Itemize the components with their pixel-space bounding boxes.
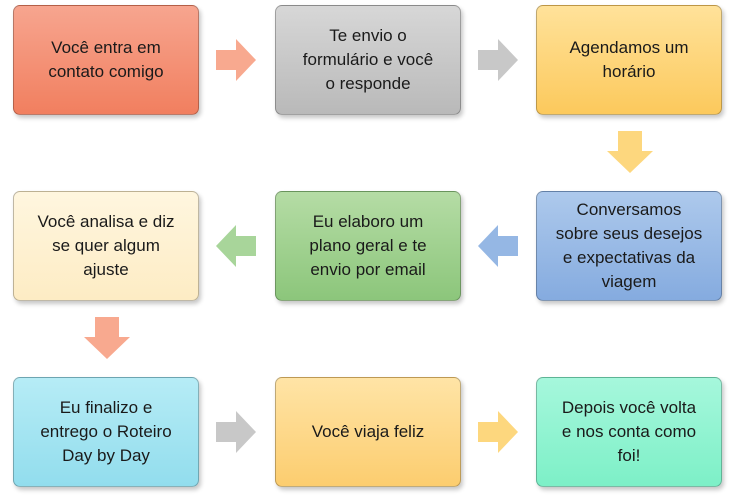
step-form: Te envio o formulário e você o responde bbox=[275, 5, 461, 115]
arrow-right-shape bbox=[216, 411, 256, 453]
arrow-left-shape bbox=[478, 225, 518, 267]
arrow-right-icon bbox=[216, 39, 256, 81]
arrow-right-icon bbox=[478, 39, 518, 81]
arrow-right-icon bbox=[216, 411, 256, 453]
arrow-down-icon bbox=[607, 131, 653, 173]
arrow-right-icon bbox=[478, 39, 518, 81]
step-travel: Você viaja feliz bbox=[275, 377, 461, 487]
arrow-down-shape bbox=[84, 317, 130, 359]
arrow-down-icon bbox=[607, 131, 653, 173]
arrow-right-icon bbox=[478, 411, 518, 453]
arrow-right-shape bbox=[216, 39, 256, 81]
step-return: Depois você volta e nos conta como foi! bbox=[536, 377, 722, 487]
arrow-left-icon bbox=[478, 225, 518, 267]
arrow-left-icon bbox=[478, 225, 518, 267]
arrow-right-icon bbox=[216, 411, 256, 453]
step-plan: Eu elaboro um plano geral e te envio por… bbox=[275, 191, 461, 301]
arrow-left-shape bbox=[216, 225, 256, 267]
arrow-right-icon bbox=[216, 39, 256, 81]
step-review: Você analisa e diz se quer algum ajuste bbox=[13, 191, 199, 301]
arrow-down-icon bbox=[84, 317, 130, 359]
arrow-right-icon bbox=[478, 411, 518, 453]
arrow-right-shape bbox=[478, 411, 518, 453]
arrow-left-icon bbox=[216, 225, 256, 267]
step-conversation: Conversamos sobre seus desejos e expecta… bbox=[536, 191, 722, 301]
arrow-down-shape bbox=[607, 131, 653, 173]
step-contact: Você entra em contato comigo bbox=[13, 5, 199, 115]
arrow-right-shape bbox=[478, 39, 518, 81]
step-deliver: Eu finalizo e entrego o Roteiro Day by D… bbox=[13, 377, 199, 487]
arrow-left-icon bbox=[216, 225, 256, 267]
step-schedule: Agendamos um horário bbox=[536, 5, 722, 115]
arrow-down-icon bbox=[84, 317, 130, 359]
